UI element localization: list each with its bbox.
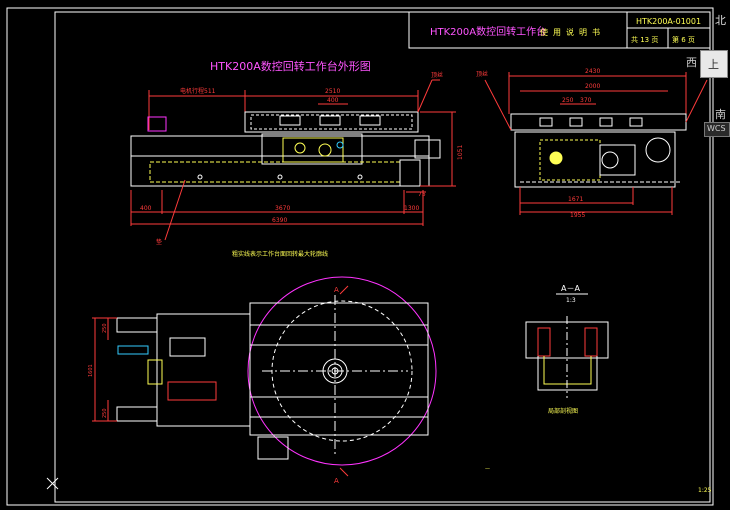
section-scale: 1:3 [566,297,576,304]
side-dim-2510: 2510 [325,88,340,95]
viewcube-top-label: 上 [708,58,719,71]
section-a-a: A－A 1:3 局部剖视图 [525,284,609,415]
title-block-doc-type: 使用说明书 [540,27,605,37]
plan-section-mark-bottom: A [334,477,339,485]
side-dim-3670: 3670 [275,205,290,212]
title-block-sheet-total: 共 13 页 [631,35,658,44]
plan-view: 250 1601 250 A A — [88,276,490,485]
wcs-button-label: WCS [707,124,726,133]
title-block: HTK200A数控回转工作台 使用说明书 HTK200A-01001 共 13 … [408,11,711,49]
end-dim-1671: 1671 [568,196,583,203]
side-dim-75: 75 [418,191,426,198]
title-block-sheet-number: 第 6 页 [672,35,695,44]
rotation-envelope-circle [247,276,437,466]
section-caption: 局部剖视图 [548,407,578,415]
side-dim-1051: 1051 [457,145,464,160]
viewcube-south[interactable]: 南 [715,108,726,121]
viewcube[interactable]: 北 上 西 南 WCS [686,10,730,140]
title-block-drawing-title: HTK200A数控回转工作台 [430,25,546,38]
side-dim-400-top: 400 [327,97,339,104]
plan-dim-1601: 1601 [88,364,94,377]
side-callout-pad: 垫 [156,238,162,246]
side-dim-400-bottom: 400 [140,205,152,212]
title-block-drawing-number: HTK200A-01001 [636,17,701,26]
sheet-scale-mark: 1:25 [698,487,712,494]
end-callout-jack-screw: 顶丝 [476,70,488,78]
wcs-button[interactable]: WCS [704,122,730,137]
ucs-icon [46,477,59,490]
end-dim-370: 370 [580,97,592,104]
end-dim-2430: 2430 [585,68,600,75]
end-dim-250: 250 [562,97,574,104]
side-dim-motor-stroke: 电机行程511 [180,87,216,95]
section-label: A－A [561,284,580,293]
plan-dim-250-top: 250 [102,323,108,333]
side-dim-1300: 1300 [404,205,419,212]
plan-view-note: 粗实线表示工作台面回转最大轮廓线 [232,250,328,258]
viewcube-north[interactable]: 北 [715,14,726,27]
plan-dim-250-bottom: 250 [102,408,108,418]
main-title: HTK200A数控回转工作台外形图 [210,59,371,73]
viewcube-west[interactable]: 西 [686,56,697,69]
side-callout-jack-screw: 顶丝 [431,71,443,79]
viewcube-top-face[interactable]: 上 [700,50,728,78]
plan-section-mark-top: A [334,286,339,294]
end-dim-2000: 2000 [585,83,600,90]
side-dim-6390: 6390 [272,217,287,224]
drawing-border [6,7,714,506]
plan-small-label: — [485,466,490,472]
end-view: 2430 2000 250 370 1671 1955 顶丝 垫 [476,68,708,219]
end-dim-1955: 1955 [570,212,585,219]
side-view: 电机行程511 2510 400 1051 75 [130,71,464,246]
